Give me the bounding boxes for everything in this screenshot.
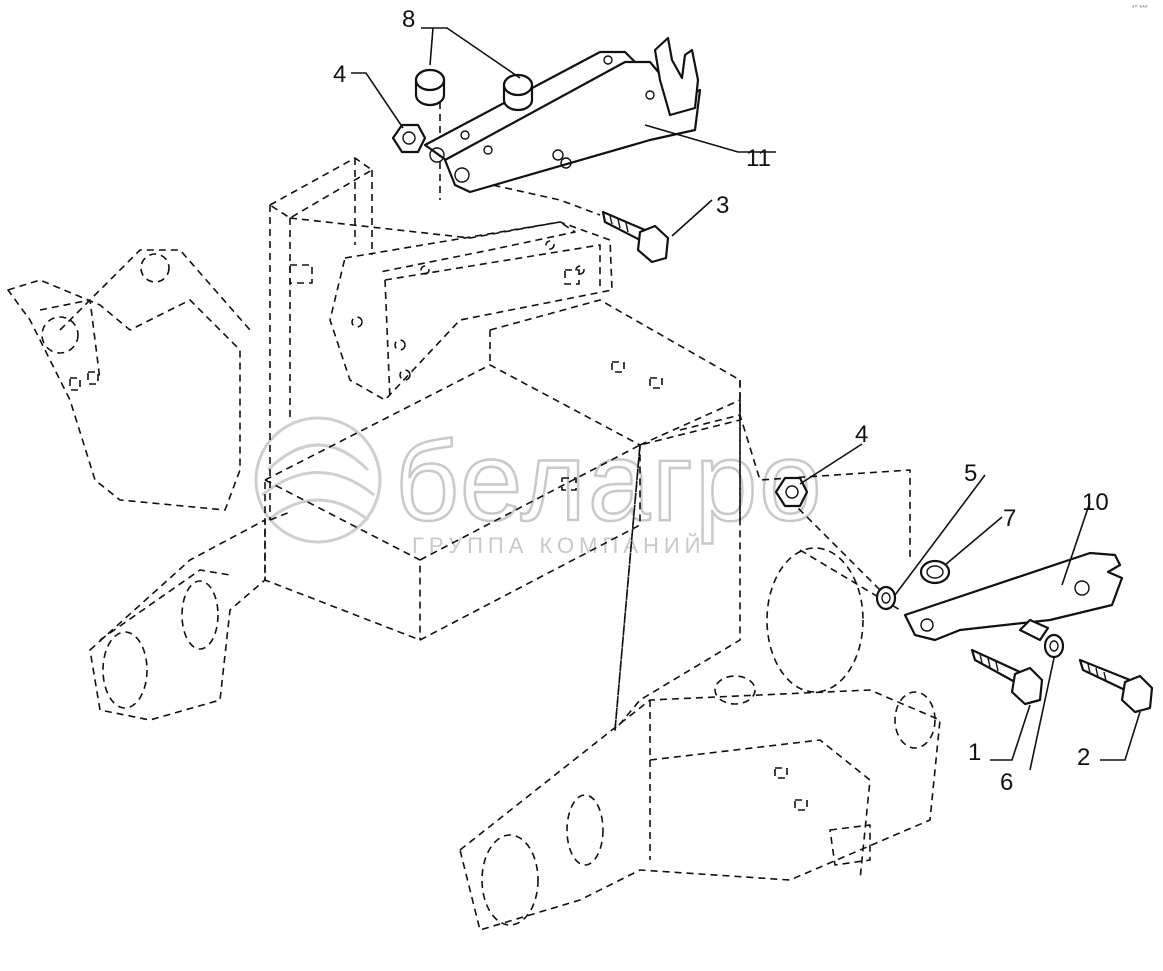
callout-10: 10	[1082, 489, 1109, 516]
callout-5: 5	[964, 460, 977, 487]
part-3-bolt	[601, 210, 670, 264]
part-4-nut-upper	[391, 123, 427, 154]
watermark-brand: белагро	[395, 419, 824, 544]
part-4-nut-lower	[774, 476, 809, 508]
part-2-bolt	[1078, 658, 1154, 714]
part-8-bushing	[919, 559, 951, 585]
callout-11: 11	[746, 145, 771, 172]
vertical-post-outline	[614, 399, 741, 731]
part-1-bolt	[970, 648, 1044, 706]
lower-beam-outline	[459, 689, 941, 931]
callout-7: 8	[402, 6, 415, 33]
part-6-washer	[1043, 633, 1065, 659]
part-11-plate	[423, 36, 702, 194]
callout-8: 7	[1003, 505, 1016, 532]
left-arm-outline	[7, 279, 241, 511]
watermark-logo-icon	[254, 416, 382, 544]
watermark-tagline: ГРУППА КОМПАНИЙ	[412, 533, 706, 558]
callout-6: 6	[1000, 769, 1013, 796]
callout-3: 3	[716, 192, 729, 219]
callout-4-lower: 4	[855, 421, 868, 448]
watermark: белагро ГРУППА КОМПАНИЙ	[254, 416, 824, 558]
part-10-plate	[903, 551, 1124, 642]
leader-lines	[351, 27, 1141, 771]
callout-1: 1	[968, 739, 981, 766]
corner-mark: *° ***	[1132, 4, 1148, 12]
callout-2: 2	[1077, 744, 1090, 771]
upper-bracket-outline	[269, 157, 373, 521]
part-7-spacers	[414, 68, 534, 112]
callout-labels: 8 4 11 3 4 5 10 7 1 2 6	[333, 6, 1109, 796]
part-5-washer	[875, 585, 897, 611]
lower-left-arm-outline	[89, 519, 266, 721]
callout-4-upper: 4	[333, 61, 346, 88]
